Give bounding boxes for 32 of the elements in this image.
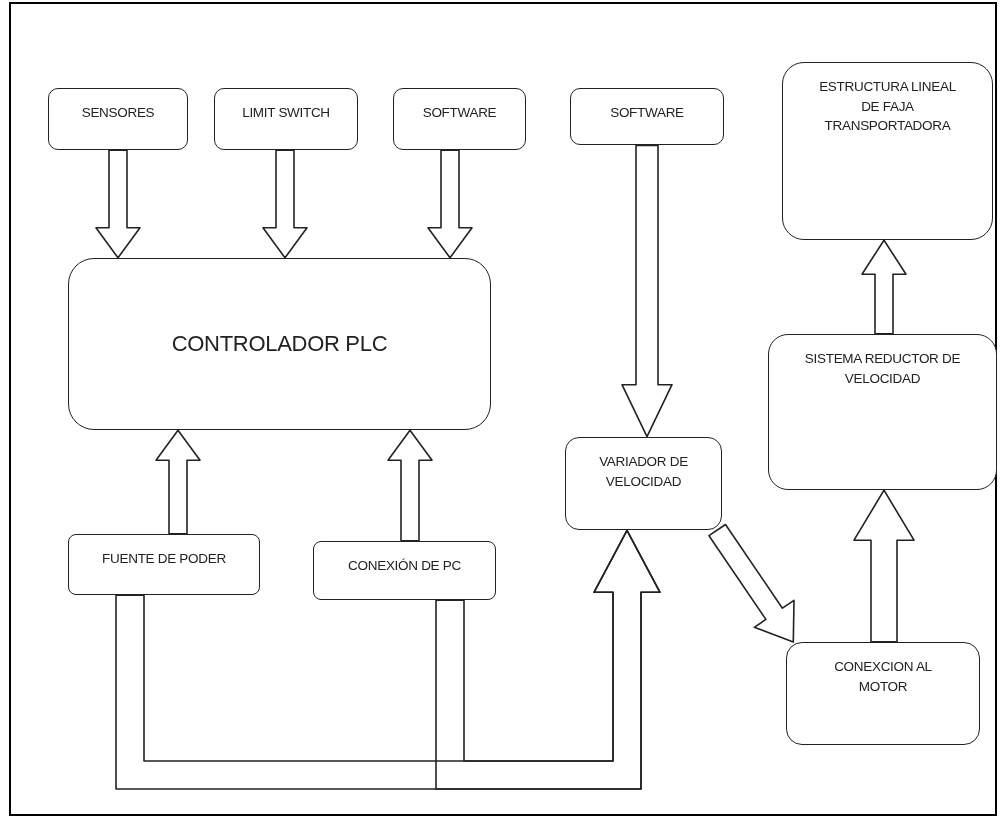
box-label: LIMIT SWITCH	[242, 104, 330, 122]
box-label: CONEXCION AL MOTOR	[833, 658, 933, 696]
block-arrow	[427, 149, 473, 259]
process-box	[768, 334, 997, 490]
box-label: SENSORES	[81, 104, 155, 122]
box-label: FUENTE DE PODER	[102, 550, 226, 568]
process-box	[48, 88, 188, 150]
block-arrow	[387, 429, 433, 542]
box-label: SOFTWARE	[610, 104, 684, 122]
block-arrow	[861, 239, 907, 335]
process-box	[782, 62, 993, 240]
box-label: ESTRUCTURA LINEAL DE FAJA TRANSPORTADORA	[818, 78, 957, 136]
block-arrow	[155, 429, 201, 535]
process-box	[68, 258, 491, 430]
process-box	[786, 642, 980, 745]
box-label: CONEXIÓN DE PC	[348, 557, 461, 575]
block-arrow	[853, 489, 915, 643]
block-arrow	[262, 149, 308, 259]
process-box	[68, 534, 260, 595]
block-arrow	[621, 144, 673, 438]
block-arrow	[435, 529, 661, 790]
block-arrow	[708, 523, 795, 643]
block-arrow	[95, 149, 141, 259]
box-label: SISTEMA REDUCTOR DE VELOCIDAD	[803, 350, 962, 388]
box-label: VARIADOR DE VELOCIDAD	[598, 453, 689, 491]
process-box	[570, 88, 724, 145]
process-box	[565, 437, 722, 530]
box-label: SOFTWARE	[422, 104, 497, 122]
process-box	[313, 541, 496, 600]
process-box	[214, 88, 358, 150]
box-label: CONTROLADOR PLC	[171, 330, 388, 359]
process-box	[393, 88, 526, 150]
